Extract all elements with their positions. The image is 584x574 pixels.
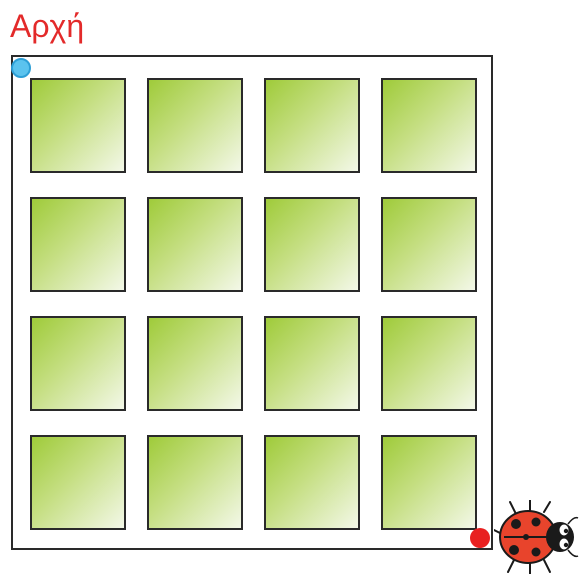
grid-tile — [30, 435, 126, 530]
grid-tile — [147, 316, 243, 411]
page-title: Αρχή — [10, 6, 84, 46]
grid-tile — [264, 316, 360, 411]
ladybug-icon — [494, 500, 580, 574]
grid-tile — [30, 78, 126, 173]
grid-tile — [147, 197, 243, 292]
grid-tile — [381, 316, 477, 411]
grid-tile — [381, 78, 477, 173]
grid-tile — [264, 78, 360, 173]
grid-tile — [264, 435, 360, 530]
grid-tile — [381, 435, 477, 530]
grid-tile — [147, 435, 243, 530]
start-dot-icon — [11, 58, 31, 78]
grid-board — [11, 55, 493, 550]
grid-tile — [30, 316, 126, 411]
grid-tile — [30, 197, 126, 292]
grid-tile — [147, 78, 243, 173]
end-dot-icon — [470, 528, 490, 548]
grid-tile — [381, 197, 477, 292]
grid-tile — [264, 197, 360, 292]
